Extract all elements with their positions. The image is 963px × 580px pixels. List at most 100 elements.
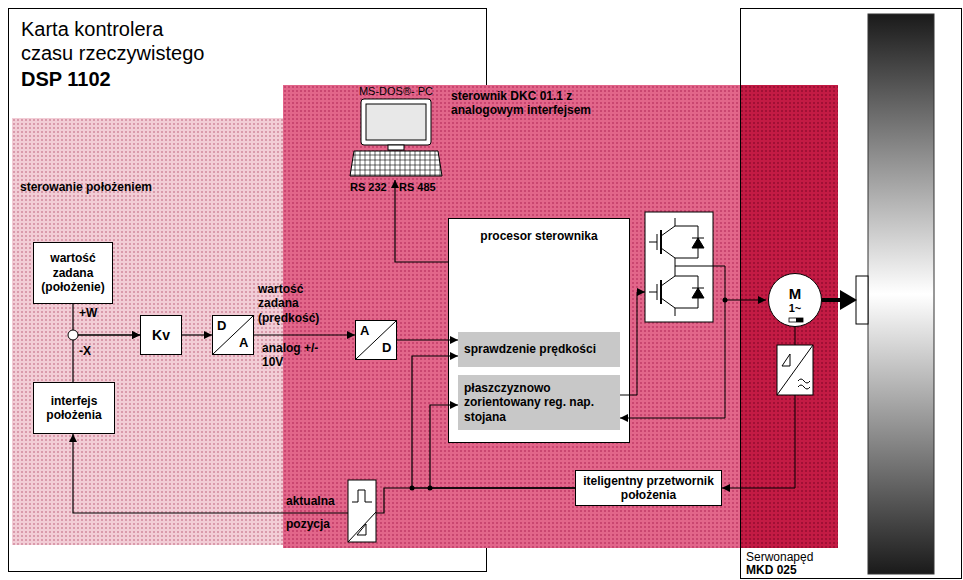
text-holder: MKD 025 [746,564,876,577]
pc-icon [350,151,442,176]
tacho-symbol [795,327,796,345]
signal-label: pozycja [286,517,346,531]
label-holder: RS 232 [350,181,394,194]
inverter-symbol [661,266,675,286]
gain-box: Kv [140,315,182,355]
signal-connector [182,334,212,335]
node-text: interfejs położenia [38,394,110,423]
inverter-symbol [692,288,704,298]
node-text: Kv [152,327,170,344]
node-text: D [382,340,396,356]
shaft-arrow [822,298,842,302]
power-wire [620,292,645,395]
label-holder: RS 485 [399,181,443,194]
coupling [856,276,868,324]
node-text: Karta kontrolera czasu rzeczywistego [21,17,211,65]
coupling [856,276,868,324]
pc-icon [350,99,442,176]
signal-label: RS 232 [350,181,394,194]
text-holder: MS-DOS®- PC [350,85,442,98]
signal-connector [254,334,355,335]
signal-label: RS 485 [399,181,443,194]
tacho-symbol [782,354,790,366]
text-holder: procesor sterownika [449,229,629,243]
current-control-box: płaszczyznowo zorientowany reg. nap. sto… [458,375,620,430]
node-text: M [789,286,802,303]
power-wire [675,266,766,300]
power-wire [620,266,766,418]
label-holder: aktualna [286,494,346,508]
converter-diagonal [356,321,396,359]
summing-junction [68,330,78,340]
label-holder: +W [79,306,109,320]
pc-icon [361,99,431,145]
inverter-symbol [645,212,713,322]
signal-label: +W [79,306,109,320]
pc-icon [366,104,426,140]
dac-box: DA [212,315,254,355]
converter-symbol [348,480,376,542]
text-holder: A [360,323,374,339]
inverter-symbol [692,288,704,289]
inverter-symbol [675,226,698,258]
motor-mark [796,318,803,322]
signal-connector [73,434,575,513]
tacho-symbol [798,385,810,389]
position-control-region: sterowanie położeniem wartość zadana (poł… [12,118,283,545]
junction-dot [723,298,728,303]
inverter-symbol [660,280,662,304]
inverter-symbol [661,218,675,236]
housing-outline [741,9,962,579]
shaft-arrow [840,290,857,310]
node-text: 1~ [789,302,802,314]
converter-diagonal [213,316,253,354]
inverter-symbol [645,212,713,322]
position-encoder-box: iteligentny przetwornik położenia [575,470,722,506]
inverter-symbol [692,238,704,239]
tacho-symbol [777,345,813,395]
text-holder: sterownik DKC 01.1 z analogowym interfej… [451,89,611,118]
signal-label: wartość zadana (prędkość) [258,282,338,325]
position-interface-box: interfejs położenia [33,382,115,434]
inverter-symbol [649,292,657,293]
label-holder: wartość zadana (prędkość) [258,282,338,325]
node-text: sterownik DKC 01.1 z analogowym interfej… [451,89,611,118]
text-holder: DSP 1102 [21,67,211,91]
signal-label: -X [79,344,109,358]
encoder-wire [722,395,795,488]
signal-connector [395,180,448,262]
inverter-symbol [661,298,675,316]
converter-symbol [357,524,366,535]
node-text: płaszczyznowo zorientowany reg. nap. sto… [464,381,614,424]
signal-connector [412,356,575,488]
inverter-symbol [661,248,675,266]
converter-symbol [348,480,376,542]
node-text: iteligentny przetwornik położenia [580,474,717,503]
setpoint-box: wartość zadana (położenie) [33,242,113,304]
inverter-symbol [692,238,704,248]
speed-check-box: sprawdzenie prędkości [458,332,620,367]
node-text: Serwonapęd [746,551,876,564]
tacho-symbol [777,327,813,395]
text-holder: A [239,335,253,351]
pc-icon [388,145,404,150]
node-text: sterowanie położeniem [20,180,240,194]
node-text: MKD 025 [746,564,876,577]
inverter-symbol [660,230,662,254]
junction-dot [410,486,415,491]
housing-outline [741,9,962,579]
text-holder: sterowanie położeniem [20,180,240,194]
signal-connector [73,335,140,382]
summing-junction [68,330,78,340]
signal-connector [73,304,140,335]
signal-connector [430,405,575,488]
converter-symbol [348,512,376,542]
node-text: D [217,318,231,334]
node-text: A [239,335,253,351]
text-holder: Karta kontrolera czasu rzeczywistego [21,17,211,65]
node-text: A [360,323,374,339]
signal-connector [397,339,458,340]
encoder-wire [722,395,795,488]
